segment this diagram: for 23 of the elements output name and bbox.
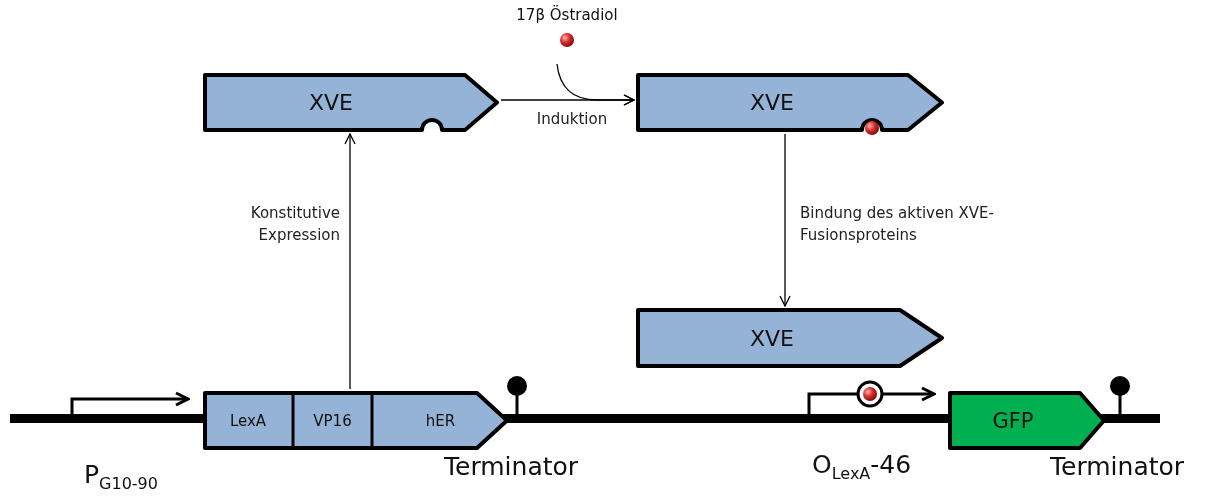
edge-label: Konstitutive Expression (249, 203, 340, 246)
gene-label: XVE (750, 90, 794, 115)
domain-label: VP16 (313, 411, 352, 430)
element-label: O$_{LexA}$-46 (812, 450, 912, 479)
gene-arrow-shape (636, 73, 944, 132)
ligand-name: 17β Östradiol (516, 6, 618, 24)
arrow (779, 133, 791, 307)
element-label: P$_{G10-90}$ (84, 460, 158, 489)
gene-arrow-shape (203, 391, 509, 450)
edge-label: Bindung des aktiven XVE-Fusionsproteins (800, 203, 995, 246)
gene-arrow-shape (203, 73, 499, 132)
gene-label: XVE (750, 325, 794, 351)
domain-label: LexA (229, 411, 267, 430)
edge-label: Induktion (535, 109, 609, 130)
gene-label: XVE (309, 90, 353, 115)
arrow (556, 63, 635, 106)
gene-label: GFP (992, 408, 1034, 433)
arrow (344, 133, 356, 390)
gene-arrow-shape (948, 391, 1106, 450)
element-label: Terminator (1050, 452, 1185, 481)
gene-arrow-shape (636, 308, 944, 368)
domain-label: hER (425, 411, 456, 430)
element-label: Terminator (444, 452, 579, 481)
